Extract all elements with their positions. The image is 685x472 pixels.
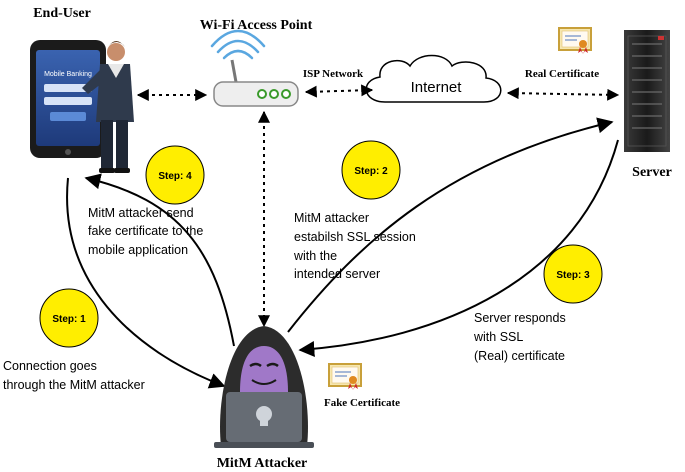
step-1-line-1: Connection goes xyxy=(3,359,97,373)
step-4-line-1: MitM attacker send xyxy=(88,206,194,220)
arrow-step-4 xyxy=(84,173,235,347)
access-point-node: Wi-Fi Access Point xyxy=(200,18,313,107)
arrow-step-1 xyxy=(66,177,226,389)
step-badge-4: Step: 4 xyxy=(145,145,205,205)
step-3-line-2: with SSL xyxy=(473,330,523,344)
step-1-description: Connection goes through the MitM attacke… xyxy=(3,359,145,392)
fake-certificate-label: Fake Certificate xyxy=(324,397,400,409)
smartphone-icon: Mobile Banking xyxy=(30,40,106,158)
internet-label: Internet xyxy=(411,79,463,96)
server-icon xyxy=(624,30,670,152)
person-icon xyxy=(82,41,134,173)
isp-network-label: ISP Network xyxy=(303,68,364,80)
arrow-step-3 xyxy=(298,139,619,357)
laptop-icon xyxy=(214,392,314,448)
cloud-icon: Internet xyxy=(365,54,502,103)
attack-flow-arrows xyxy=(66,117,619,389)
step-4-line-2: fake certificate to the xyxy=(88,224,203,238)
step-2-line-4: intended server xyxy=(294,267,380,281)
dotted-connections xyxy=(136,84,620,328)
attacker-node: MitM Attacker xyxy=(214,326,314,471)
step-4-label: Step: 4 xyxy=(158,171,192,182)
arrow-step-2 xyxy=(287,117,614,333)
step-badge-3: Step: 3 xyxy=(543,244,603,304)
step-1-line-2: through the MitM attacker xyxy=(3,378,145,392)
attacker-label: MitM Attacker xyxy=(217,456,308,471)
server-label: Server xyxy=(632,165,672,180)
end-user-label: End-User xyxy=(33,6,91,21)
router-icon xyxy=(213,59,299,107)
server-node: Server xyxy=(624,30,672,180)
step-3-label: Step: 3 xyxy=(556,270,590,281)
step-3-description: Server responds with SSL (Real) certific… xyxy=(473,311,566,363)
step-1-label: Step: 1 xyxy=(52,314,86,325)
step-3-line-3: (Real) certificate xyxy=(474,349,565,363)
step-2-line-2: estabilsh SSL session xyxy=(294,230,416,244)
link-ap-internet xyxy=(304,84,374,98)
link-internet-server xyxy=(506,87,620,101)
step-badge-2: Step: 2 xyxy=(341,140,401,200)
end-user-node: End-User Mobile Banking xyxy=(30,6,134,173)
access-point-label: Wi-Fi Access Point xyxy=(200,18,313,33)
step-2-description: MitM attacker estabilsh SSL session with… xyxy=(293,211,416,281)
step-2-line-1: MitM attacker xyxy=(294,211,369,225)
step-badge-1: Step: 1 xyxy=(39,288,99,348)
step-2-label: Step: 2 xyxy=(354,166,388,177)
step-3-line-1: Server responds xyxy=(474,311,566,325)
step-4-description: MitM attacker send fake certificate to t… xyxy=(88,206,203,257)
certificate-icon xyxy=(558,27,592,54)
fake-certificate-icon xyxy=(328,363,362,390)
step-4-line-3: mobile application xyxy=(88,243,188,257)
wifi-icon xyxy=(210,29,266,60)
real-certificate-label: Real Certificate xyxy=(525,68,599,80)
phone-screen-title: Mobile Banking xyxy=(44,71,92,78)
step-2-line-3: with the xyxy=(293,249,337,263)
